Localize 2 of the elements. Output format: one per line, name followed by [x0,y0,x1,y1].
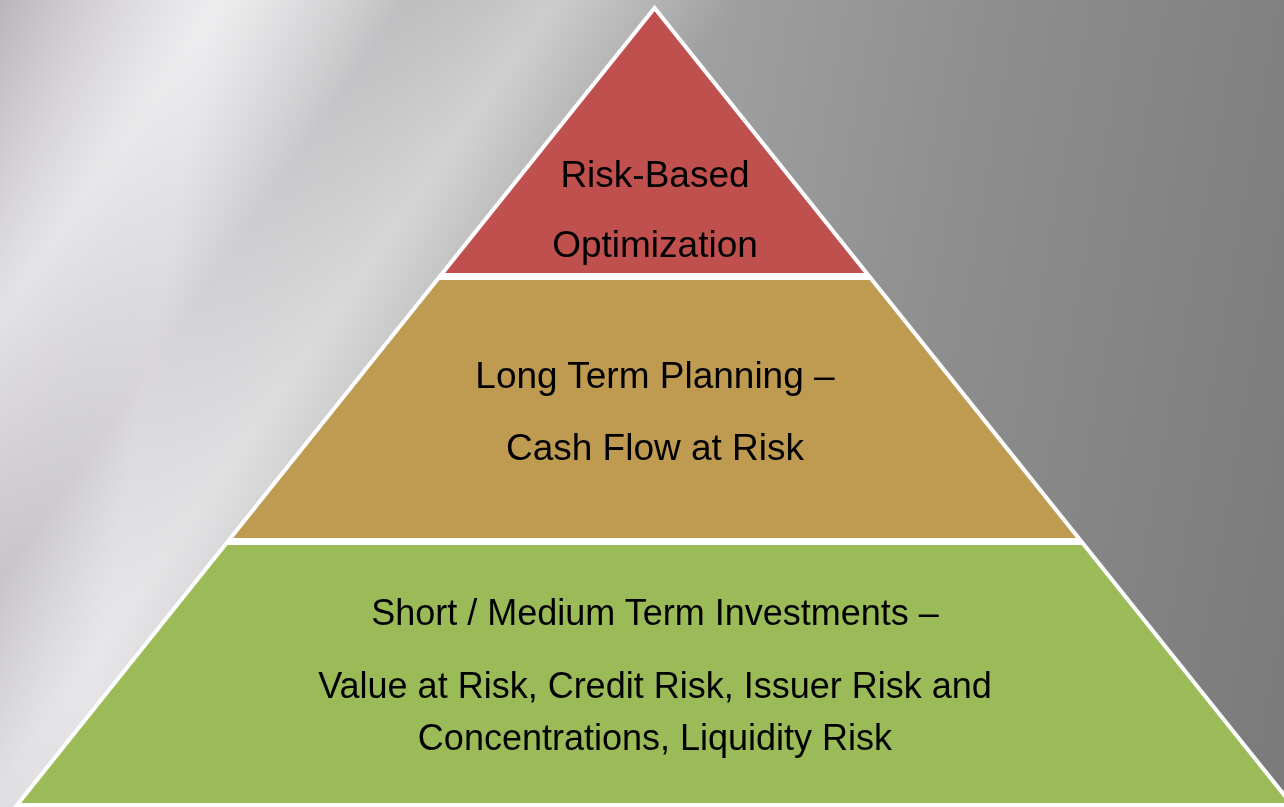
layer-label: Risk-Based Optimization [551,153,759,267]
layer-label: Long Term Planning – Cash Flow at Risk [474,354,836,470]
